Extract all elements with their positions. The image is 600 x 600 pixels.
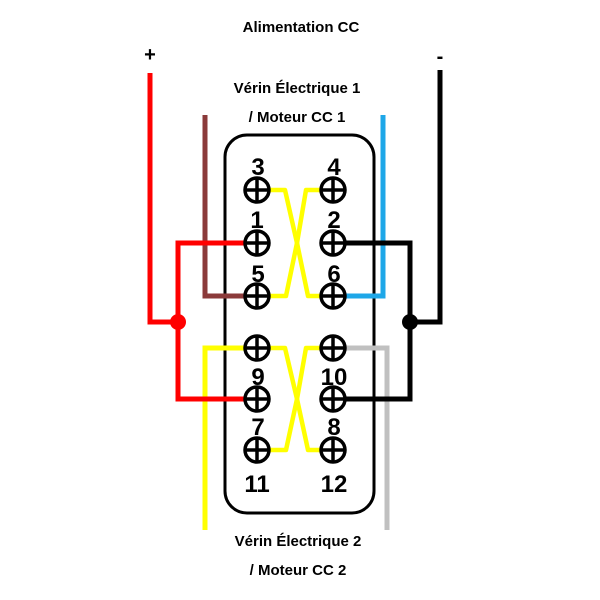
screw-terminal-12 (319, 436, 347, 464)
terminal-label-9: 9 (251, 364, 264, 391)
jumper-10-to-12 (294, 345, 333, 453)
screw-terminal-9 (243, 334, 271, 362)
positive-supply-wire (147, 73, 178, 325)
positive-junction-dot (170, 314, 186, 330)
terminal-label-3: 3 (251, 154, 264, 181)
motor1-wire-brown (202, 115, 257, 299)
terminal-label-10: 10 (321, 364, 348, 391)
bottom-device-label-line1: Vérin Électrique 2 (235, 533, 362, 550)
bottom-device-label-line2: / Moteur CC 2 (250, 562, 347, 579)
terminal-label-1: 1 (250, 207, 263, 234)
terminal-label-8: 8 (327, 414, 340, 441)
motor2-wire-grey (333, 345, 390, 530)
screw-terminal-5 (243, 282, 271, 310)
screw-terminal-3 (243, 176, 271, 204)
motor1-wire-blue (333, 115, 386, 299)
top-device-label-line1: Vérin Électrique 1 (234, 80, 361, 97)
screw-terminal-1 (243, 229, 271, 257)
power-supply-title: Alimentation CC (243, 19, 360, 36)
motor2-wire-yellow (202, 345, 257, 530)
screw-terminal-7 (243, 385, 271, 413)
negative-supply-wire (410, 70, 443, 325)
terminal-label-2: 2 (327, 207, 340, 234)
terminal-label-5: 5 (251, 261, 264, 288)
switch-body (223, 133, 376, 515)
terminal-label-12: 12 (321, 471, 348, 498)
screw-terminal-2 (319, 229, 347, 257)
screw-terminal-6 (319, 282, 347, 310)
terminal-label-7: 7 (251, 414, 264, 441)
terminal-label-6: 6 (327, 261, 340, 288)
top-device-label-line2: / Moteur CC 1 (249, 109, 346, 126)
negative-junction-dot (402, 314, 418, 330)
negative-sign: - (437, 46, 444, 68)
terminal-label-4: 4 (327, 154, 341, 181)
screw-terminal-10 (319, 334, 347, 362)
terminal-label-11: 11 (244, 471, 269, 498)
jumper-4-to-6 (294, 187, 333, 299)
screw-terminal-8 (319, 385, 347, 413)
screw-terminal-11 (243, 436, 271, 464)
screw-terminal-4 (319, 176, 347, 204)
positive-sign: + (144, 44, 156, 66)
